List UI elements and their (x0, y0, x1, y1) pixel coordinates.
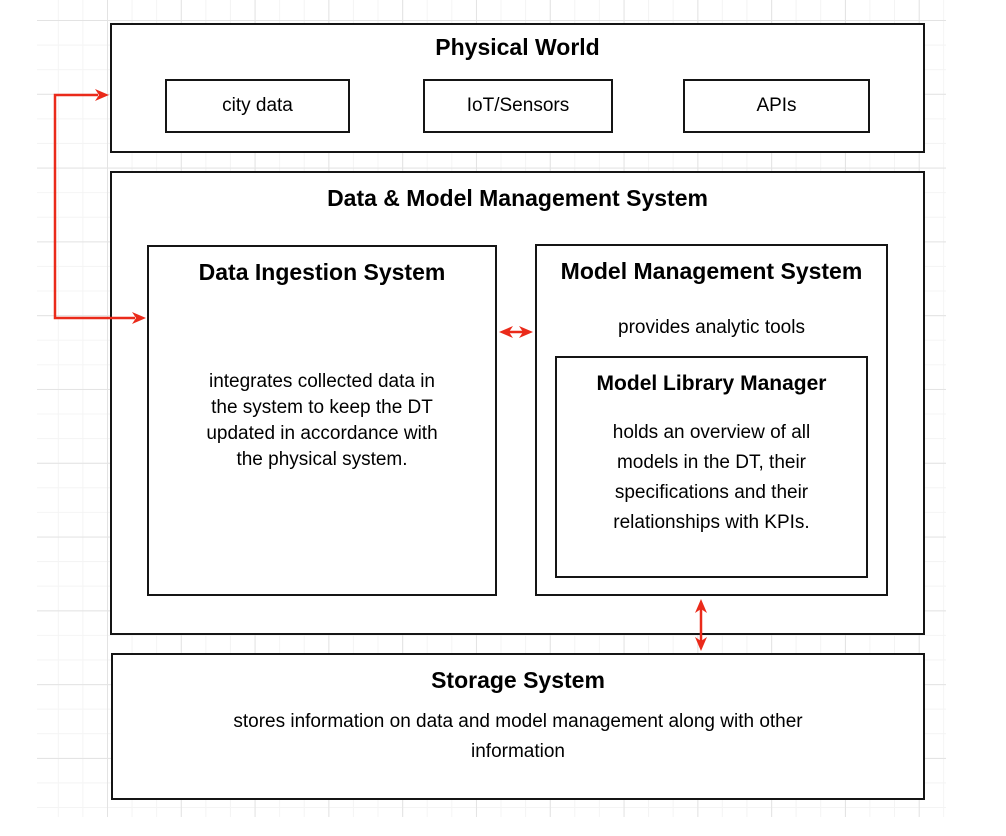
ingestion-to-model-arrow[interactable] (499, 326, 533, 338)
apis-node[interactable]: APIs (683, 79, 870, 133)
data-ingestion-title: Data Ingestion System (198, 259, 446, 285)
description-line: updated in accordance with (206, 423, 438, 444)
description-line: the system to keep the DT (211, 397, 433, 418)
data-model-management-title: Data & Model Management System (327, 185, 708, 211)
model-library-description: holds an overview of all models in the D… (555, 418, 868, 538)
description-line: integrates collected data in (208, 371, 436, 392)
data-ingestion-description: integrates collected data in the system … (147, 369, 497, 473)
model-management-title: Model Management System (560, 258, 863, 284)
storage-description: stores information on data and model man… (111, 707, 925, 767)
model-library-box[interactable] (555, 356, 868, 578)
physical-to-ingestion-arrow[interactable] (53, 89, 146, 324)
model-to-storage-arrow[interactable] (695, 599, 707, 651)
description-line: holds an overview of all (612, 422, 811, 443)
description-line: the physical system. (236, 449, 408, 470)
description-line: models in the DT, their (616, 452, 807, 473)
city-data-node[interactable]: city data (165, 79, 350, 133)
description-line: information (471, 741, 565, 762)
description-line: relationships with KPIs. (613, 512, 810, 533)
iot-sensors-label: IoT/Sensors (466, 95, 570, 116)
physical-world-title: Physical World (435, 34, 600, 60)
apis-label: APIs (756, 95, 797, 116)
description-line: specifications and their (614, 482, 809, 503)
city-data-label: city data (222, 95, 293, 116)
storage-box[interactable] (111, 653, 925, 800)
storage-title: Storage System (431, 667, 605, 693)
data-ingestion-box[interactable] (147, 245, 497, 596)
model-management-subtitle: provides analytic tools (618, 317, 805, 338)
description-line: stores information on data and model man… (233, 711, 803, 732)
iot-sensors-node[interactable]: IoT/Sensors (423, 79, 613, 133)
model-library-title: Model Library Manager (596, 372, 827, 395)
